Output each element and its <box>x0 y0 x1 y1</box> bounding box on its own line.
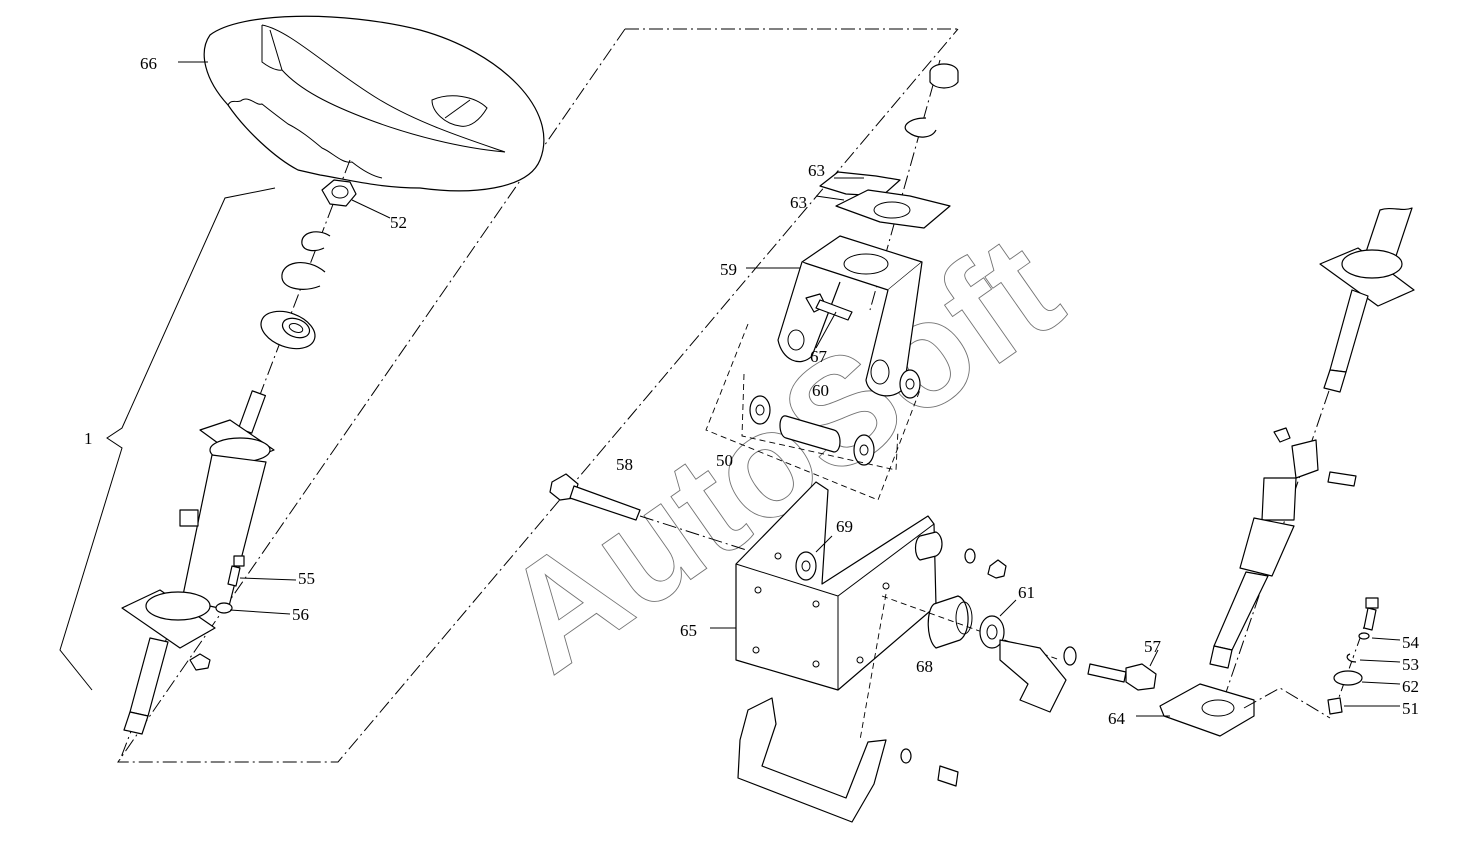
leader-55 <box>239 577 297 581</box>
callout-54: 54 <box>1402 633 1420 652</box>
steering-column-right <box>1209 207 1415 669</box>
callout-69: 69 <box>836 517 853 536</box>
washer-centre <box>853 434 875 466</box>
top-bushing <box>929 63 959 89</box>
leader-56 <box>229 609 291 615</box>
lever-axis <box>881 595 1061 661</box>
bearing <box>260 310 316 350</box>
circlip-upper <box>301 231 331 252</box>
bolt-55 <box>227 555 245 587</box>
callout-50: 50 <box>716 451 733 470</box>
callout-57: 57 <box>1144 637 1162 656</box>
plate-63-lower <box>835 189 951 229</box>
callout-60: 60 <box>812 381 829 400</box>
callout-63a: 63 <box>808 161 825 180</box>
bolt-54 <box>1363 597 1379 631</box>
washer-56 <box>215 602 233 614</box>
washer-57 <box>1063 646 1077 666</box>
guard-washer <box>900 748 912 764</box>
pivot-nut <box>987 559 1007 579</box>
assembly-boundary-line <box>117 28 959 763</box>
bolt-57-shank <box>1087 663 1127 683</box>
washer-62 <box>1333 670 1363 686</box>
leader-53 <box>1359 659 1401 663</box>
spacer-tube <box>779 415 841 453</box>
callout-65: 65 <box>680 621 697 640</box>
washer-left <box>749 395 771 425</box>
nut-52 <box>321 179 357 207</box>
washer-54 <box>1358 632 1370 640</box>
callout-52: 52 <box>390 213 407 232</box>
leader-69 <box>815 535 833 553</box>
callout-58: 58 <box>616 455 633 474</box>
callout-51: 51 <box>1402 699 1419 718</box>
base-plate-64 <box>1159 683 1255 737</box>
pivot-bushing <box>914 531 943 561</box>
guide-box-b <box>741 373 899 471</box>
callout-61: 61 <box>1018 583 1035 602</box>
callout-55: 55 <box>298 569 315 588</box>
leader-54 <box>1371 637 1401 641</box>
steering-column-left <box>121 390 275 735</box>
leader-61 <box>999 599 1017 617</box>
guard-axis <box>859 593 887 741</box>
bushing-68 <box>927 595 973 649</box>
callout-59: 59 <box>720 260 737 279</box>
leader-62 <box>1361 681 1401 685</box>
circlip-centre <box>904 117 937 138</box>
callout-63b: 63 <box>790 193 807 212</box>
leader-57 <box>1149 649 1159 667</box>
fork-bracket-59 <box>777 235 923 397</box>
leader-67 <box>815 311 837 349</box>
callout-53: 53 <box>1402 655 1419 674</box>
callout-62: 62 <box>1402 677 1419 696</box>
lower-guard <box>737 697 887 823</box>
bushing-51 <box>1327 697 1343 715</box>
circlip-lower <box>281 262 326 290</box>
base-plate-guide <box>1243 687 1331 719</box>
steering-wheel <box>203 15 545 192</box>
spring-washer-53 <box>1346 653 1357 663</box>
bolt-67 <box>805 293 853 321</box>
pivot-washer <box>964 548 976 564</box>
washer-right <box>899 369 921 399</box>
callout-66: 66 <box>140 54 157 73</box>
callout-64: 64 <box>1108 709 1126 728</box>
callout-56: 56 <box>292 605 309 624</box>
callout-68: 68 <box>916 657 933 676</box>
main-bracket-65 <box>735 481 937 691</box>
leader-52 <box>351 199 391 219</box>
leader-63b <box>815 195 845 201</box>
bolt-58 <box>549 473 641 521</box>
lever-61 <box>979 615 1067 713</box>
guard-bolt <box>937 765 959 787</box>
callout-1: 1 <box>84 429 93 448</box>
bolt-57-head <box>1125 663 1157 691</box>
callout-67: 67 <box>810 347 828 366</box>
assembly-1-bracket <box>59 187 276 691</box>
